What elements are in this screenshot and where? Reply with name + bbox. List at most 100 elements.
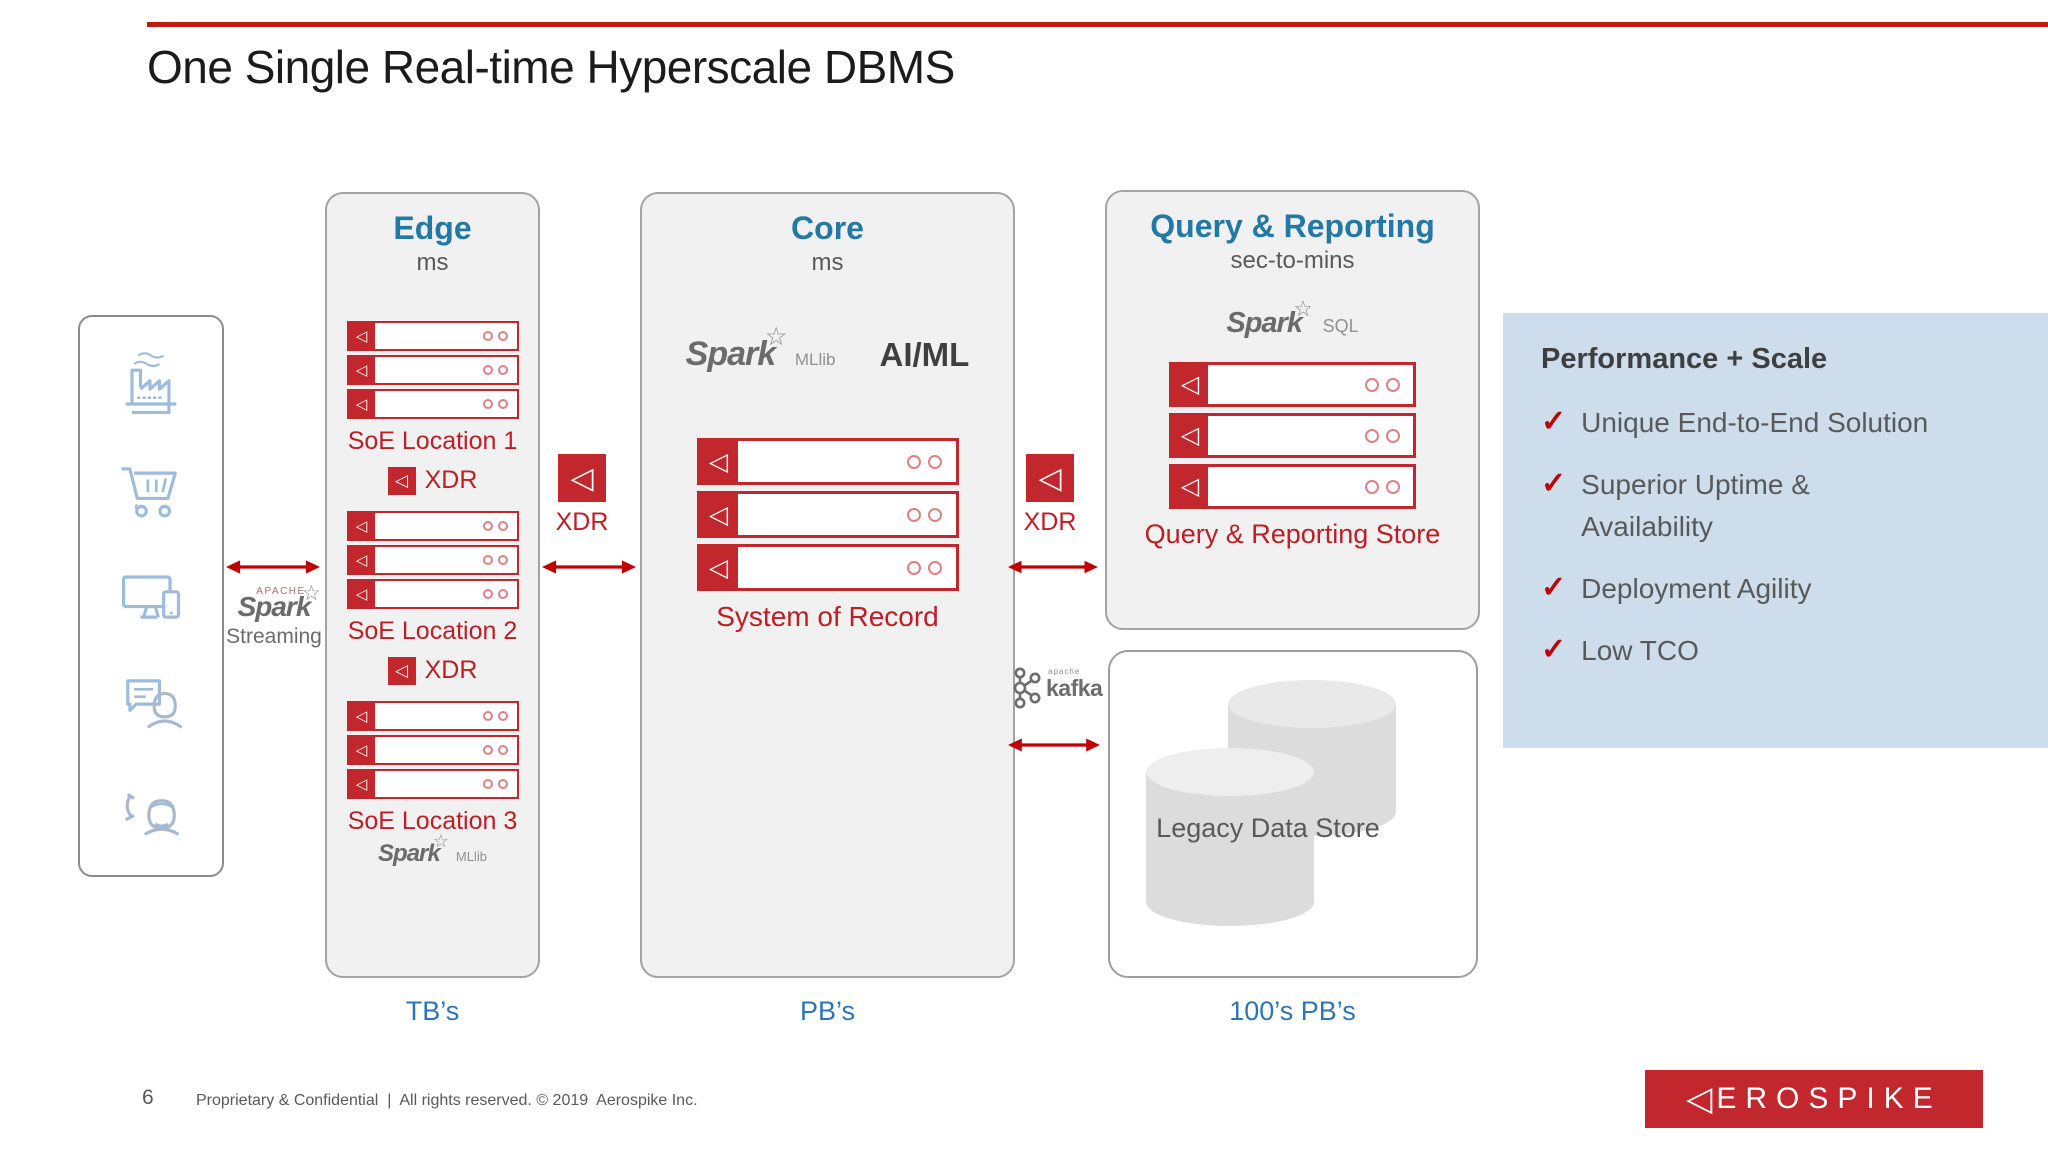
arrow-edge-core (542, 560, 636, 574)
server-bar: ◁ (346, 769, 519, 799)
benefits-panel: Performance + Scale ✓ Unique End-to-End … (1503, 313, 2048, 748)
server-bar: ◁ (696, 544, 959, 591)
legacy-data-store-label: Legacy Data Store (1156, 813, 1380, 843)
xdr-label: XDR (424, 656, 478, 684)
aerospike-mark-icon: ◁ (348, 357, 375, 383)
chat-user-icon (126, 678, 183, 729)
benefit-item: ✓ Deployment Agility (1541, 568, 2028, 610)
aerospike-mark-icon: ◁ (348, 323, 375, 349)
spark-streaming-logo: APACHE Spark☆ Streaming (218, 582, 330, 649)
aerospike-mark-icon: ◁ (1172, 467, 1208, 506)
edge-title: Edge (393, 210, 472, 246)
soe-location-2-label: SoE Location 2 (347, 617, 518, 645)
aerospike-mark-icon: ◁ (699, 494, 738, 535)
xdr-link-label: XDR (555, 508, 609, 536)
system-of-record-label: System of Record (716, 601, 939, 632)
query-reporting-panel: Query & Reporting sec-to-mins Spark☆ SQL… (1105, 190, 1480, 630)
aerospike-mark-icon: ◁ (570, 461, 594, 495)
spark-star-icon: ☆ (764, 323, 788, 352)
benefit-item: ✓ Low TCO (1541, 630, 2028, 672)
factory-icon (125, 351, 177, 414)
edge-rack-2: ◁ ◁ ◁ (327, 511, 538, 609)
server-bar: ◁ (1169, 464, 1416, 509)
arrow-core-query (1008, 560, 1098, 574)
aerospike-mark-icon: ◁ (348, 703, 375, 729)
aerospike-triangle-icon: ◁ (1686, 1080, 1713, 1118)
spark-star-icon: ☆ (1293, 296, 1312, 322)
top-accent-line (147, 22, 2048, 27)
devices-icon (121, 575, 181, 619)
server-bar: ◁ (346, 735, 519, 765)
arrow-sources-edge (226, 560, 320, 574)
aerospike-mark-icon: ◁ (387, 466, 416, 495)
aerospike-mark-icon: ◁ (348, 391, 375, 417)
data-sources-panel (78, 315, 224, 877)
apache-label: APACHE (256, 586, 306, 597)
footer-text: Proprietary & Confidential | All rights … (196, 1092, 698, 1109)
aerospike-mark-icon: ◁ (348, 513, 375, 539)
spark-star-icon: ☆ (302, 581, 321, 605)
scale-label-query: 100’s PB’s (1229, 996, 1356, 1026)
aerospike-logo: ◁ EROSPIKE (1645, 1070, 1983, 1128)
edge-xdr-1: ◁ XDR (327, 466, 538, 495)
benefit-text: Low TCO (1581, 635, 1699, 666)
aerospike-mark-icon: ◁ (348, 771, 375, 797)
benefit-item: ✓ Unique End-to-End Solution (1541, 402, 2028, 444)
xdr-badge: ◁ (1026, 454, 1074, 502)
benefits-title: Performance + Scale (1541, 343, 1828, 375)
streaming-label: Streaming (226, 625, 322, 648)
edge-xdr-2: ◁ XDR (327, 656, 538, 685)
support-agent-icon (124, 793, 180, 837)
xdr-badge: ◁ (558, 454, 606, 502)
query-title: Query & Reporting (1150, 208, 1435, 244)
benefit-text: Deployment Agility (1581, 573, 1812, 604)
core-title: Core (791, 210, 864, 246)
server-bar: ◁ (346, 579, 519, 609)
aerospike-mark-icon: ◁ (699, 547, 738, 588)
aiml-label: AI/ML (879, 335, 970, 373)
check-icon: ✓ (1541, 467, 1567, 500)
server-bar: ◁ (696, 491, 959, 538)
aerospike-mark-icon: ◁ (1038, 461, 1062, 495)
page-number: 6 (142, 1086, 154, 1109)
aerospike-mark-icon: ◁ (1172, 416, 1208, 455)
server-bar: ◁ (346, 701, 519, 731)
query-rack: ◁ ◁ ◁ (1107, 362, 1478, 509)
query-store-label: Query & Reporting Store (1144, 519, 1441, 549)
aerospike-mark-icon: ◁ (387, 656, 416, 685)
aerospike-mark-icon: ◁ (348, 547, 375, 573)
spark-sql-logo: Spark☆ SQL (1226, 296, 1359, 339)
check-icon: ✓ (1541, 571, 1567, 604)
aerospike-logo-text: EROSPIKE (1716, 1082, 1942, 1115)
shopping-cart-icon (121, 467, 177, 518)
soe-location-3-label: SoE Location 3 (347, 807, 518, 835)
benefit-text: Unique End-to-End Solution (1581, 407, 1929, 438)
xdr-link-label: XDR (1023, 508, 1077, 536)
check-icon: ✓ (1541, 405, 1567, 438)
scale-label-edge: TB’s (405, 996, 460, 1026)
kafka-icon (1013, 667, 1041, 709)
database-cylinders-icon (1146, 680, 1396, 926)
server-bar: ◁ (346, 389, 519, 419)
core-rack: ◁ ◁ ◁ (642, 438, 1013, 591)
server-bar: ◁ (346, 355, 519, 385)
soe-location-1-label: SoE Location 1 (347, 427, 518, 455)
xdr-label: XDR (424, 466, 478, 494)
legacy-panel: Legacy Data Store (1108, 650, 1478, 978)
aerospike-mark-icon: ◁ (348, 581, 375, 607)
server-bar: ◁ (346, 545, 519, 575)
server-bar: ◁ (346, 511, 519, 541)
edge-latency: ms (416, 249, 449, 276)
aerospike-mark-icon: ◁ (348, 737, 375, 763)
core-analytics-row: Spark☆ MLlib AI/ML (642, 323, 1013, 374)
aerospike-mark-icon: ◁ (699, 441, 738, 482)
spark-star-icon: ☆ (432, 831, 449, 851)
spark-mllib-logo: Spark☆ MLlib (378, 831, 487, 867)
query-latency: sec-to-mins (1230, 247, 1355, 274)
arrow-core-legacy (1008, 738, 1100, 752)
aerospike-mark-icon: ◁ (1172, 365, 1208, 404)
page-title: One Single Real-time Hyperscale DBMS (147, 41, 955, 93)
